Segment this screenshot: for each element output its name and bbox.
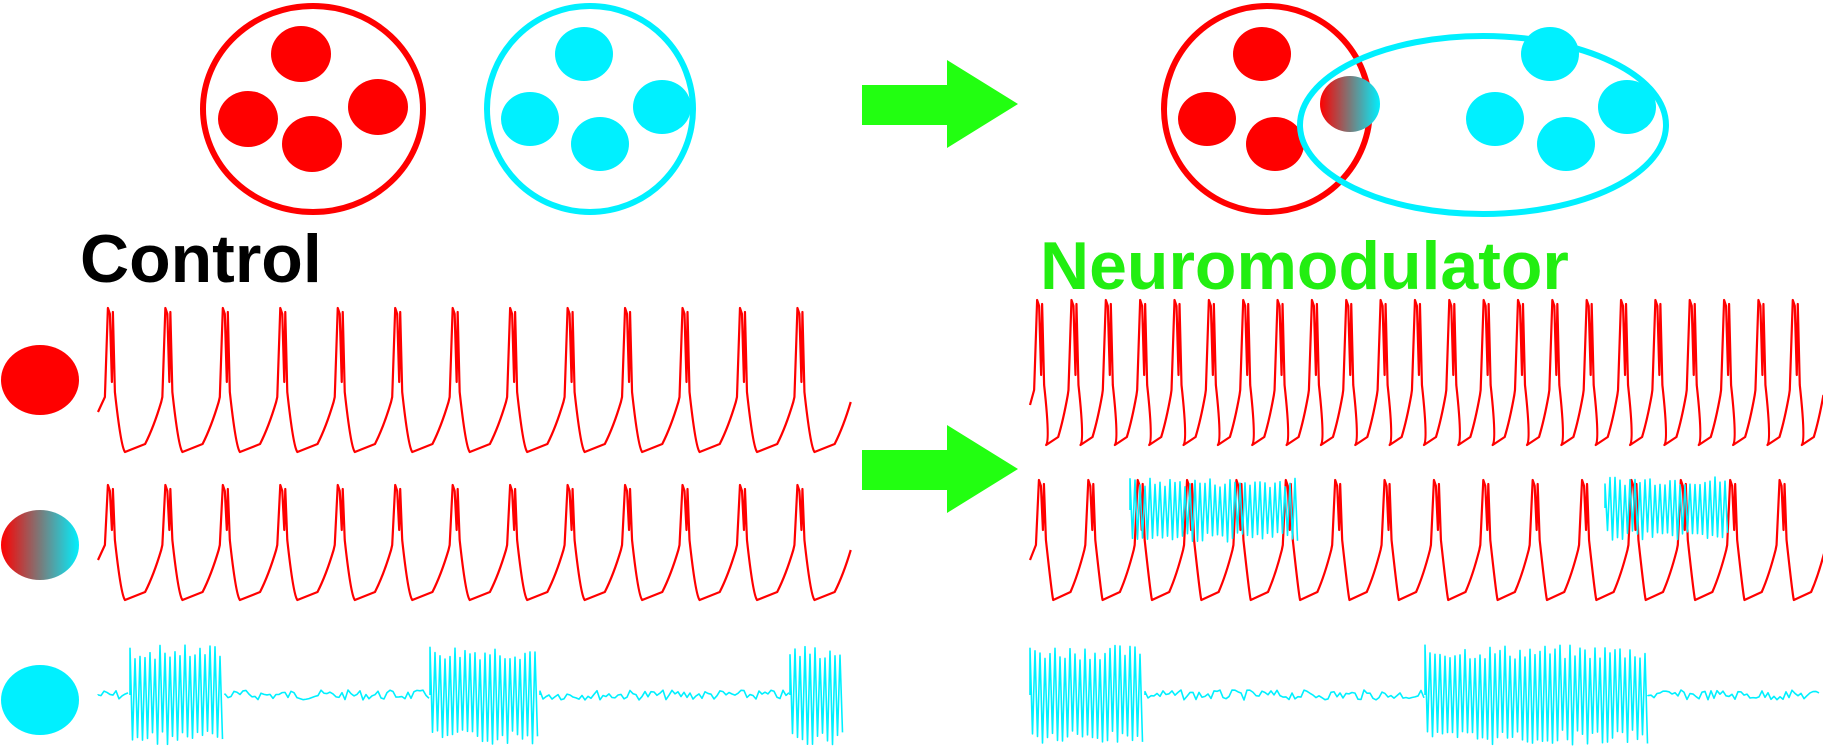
voltage-traces xyxy=(97,298,1823,746)
red-neuron-icon xyxy=(271,26,331,82)
control-cyan-trace xyxy=(224,689,430,701)
hub-neuron-icon xyxy=(1320,76,1380,132)
cyan-neuron-icon xyxy=(501,92,559,146)
red-neuron-icon xyxy=(282,116,342,172)
neuromodulator-circuits xyxy=(1161,3,1669,217)
red-neuron-icon xyxy=(1233,27,1291,81)
hub-neuron-icon xyxy=(1,510,79,580)
cyan-neuron-icon xyxy=(571,117,629,171)
modulated-cyan-trace xyxy=(1029,644,1144,744)
cyan-neuron-icon xyxy=(1466,92,1524,146)
control-red-circuit-boundary xyxy=(200,3,426,215)
modulated-hub-cyan-epoch xyxy=(1129,477,1299,543)
control-red-trace xyxy=(97,306,852,454)
control-cyan-trace xyxy=(429,646,539,745)
neuromodulator-label: Neuromodulator xyxy=(1040,228,1569,304)
control-cyan-circuit-boundary xyxy=(484,3,696,215)
right-arrow-icon xyxy=(862,60,1018,148)
modulated-red-trace xyxy=(1028,298,1823,447)
red-neuron-icon xyxy=(1,345,79,415)
control-cyan-trace xyxy=(97,689,129,700)
red-neuron-icon xyxy=(1246,117,1304,171)
modulated-hub-cyan-epoch xyxy=(1604,476,1729,541)
control-cyan-trace xyxy=(539,689,790,701)
cyan-neuron-icon xyxy=(555,27,613,81)
cyan-neuron-icon xyxy=(1598,80,1656,134)
red-neuron-icon xyxy=(1178,92,1236,146)
cyan-neuron-icon xyxy=(1,665,79,735)
modulated-cyan-trace xyxy=(1144,689,1425,701)
cyan-neuron-icon xyxy=(1521,27,1579,81)
red-neuron-icon xyxy=(348,79,408,135)
control-hub-trace xyxy=(97,483,852,602)
cyan-neuron-icon xyxy=(1537,117,1595,171)
control-label: Control xyxy=(80,221,322,297)
modulated-cyan-trace xyxy=(1424,644,1649,746)
modulated-hub-trace xyxy=(1028,478,1823,602)
red-neuron-icon xyxy=(218,91,278,147)
right-arrow-icon xyxy=(862,425,1018,513)
control-cyan-trace xyxy=(789,645,844,746)
cyan-neuron-icon xyxy=(633,80,691,134)
control-cyan-trace xyxy=(129,644,224,746)
control-circuits xyxy=(200,3,696,215)
modulated-cyan-trace xyxy=(1647,689,1820,701)
modulated-cyan-circuit-boundary xyxy=(1297,33,1669,217)
